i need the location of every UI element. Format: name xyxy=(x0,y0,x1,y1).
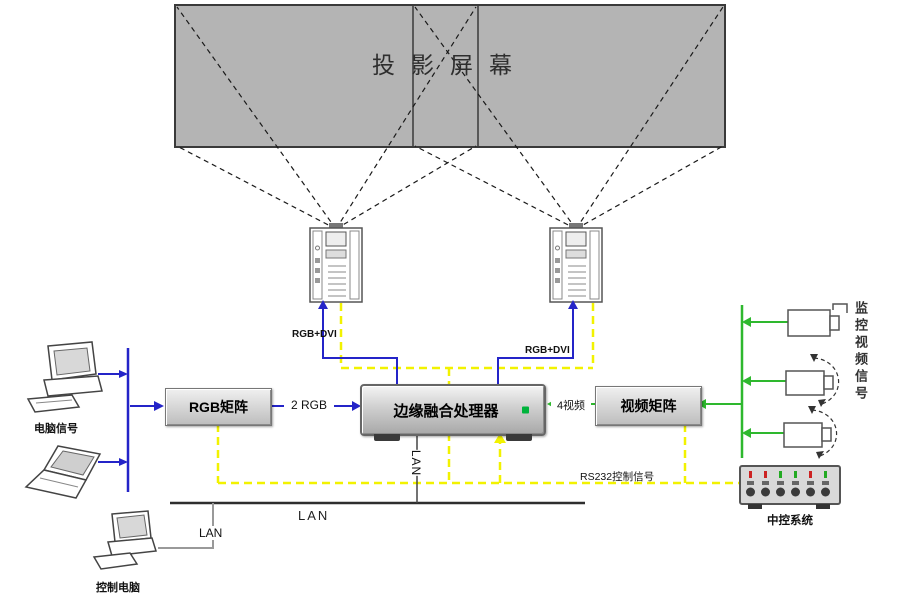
video-matrix-label: 视频矩阵 xyxy=(620,398,677,414)
lan-pc-link-label: LAN xyxy=(198,526,224,540)
video-signal-lines xyxy=(556,305,788,458)
lan-bus-label: LAN xyxy=(298,508,330,523)
projector-left-cable-label: RGB+DVI xyxy=(292,329,337,340)
camera-icon-1 xyxy=(787,303,848,337)
camera-icon-2 xyxy=(785,354,840,407)
edge-blending-processor-box: 边缘融合处理器 xyxy=(360,384,546,441)
control-computer-label: 控制电脑 xyxy=(96,582,140,594)
video-link-label: 4视频 xyxy=(551,397,591,413)
projector-left-icon xyxy=(309,223,363,303)
rgb-link-label: 2 RGB xyxy=(284,398,334,412)
processor-label: 边缘融合处理器 xyxy=(393,402,499,420)
projection-screen-label: 投影屏幕 xyxy=(372,52,528,78)
rs232-arrow-to-processor xyxy=(494,433,506,443)
rgb-matrix-box: RGB矩阵 xyxy=(165,388,272,426)
central-control-device xyxy=(739,465,841,509)
central-control-label: 中控系统 xyxy=(767,515,813,527)
projection-screen xyxy=(174,4,726,148)
power-led-icon xyxy=(522,406,529,414)
rs232-link-label: RS232控制信号 xyxy=(580,471,655,483)
projector-right-cable-label: RGB+DVI xyxy=(525,345,570,356)
rgb-matrix-label: RGB矩阵 xyxy=(188,399,249,415)
desktop-computer-icon xyxy=(26,341,103,413)
camera-icon-3 xyxy=(783,406,838,459)
projection-beams xyxy=(176,6,724,230)
computer-signal-label: 电脑信号 xyxy=(34,423,78,435)
surveillance-signal-label: 监控视频信号 xyxy=(853,301,868,403)
control-computer-icon xyxy=(92,510,157,570)
laptop-icon xyxy=(24,445,102,499)
rgb-signal-arrows xyxy=(119,300,578,466)
lan-processor-link-label: LAN xyxy=(409,449,424,477)
projector-right-icon xyxy=(549,223,603,303)
video-matrix-box: 视频矩阵 xyxy=(595,386,702,426)
